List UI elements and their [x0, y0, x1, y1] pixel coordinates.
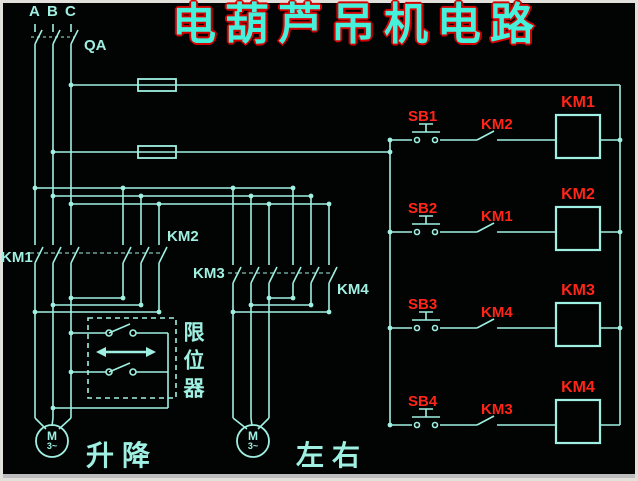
rung-4-interlock-label: KM3 — [481, 401, 513, 418]
breaker-label-qa: QA — [84, 37, 107, 54]
control-rung-2 — [390, 205, 620, 252]
motor-leads — [34, 417, 270, 430]
motor-2-caption: 左右 — [296, 440, 369, 471]
rung-2-coil-label: KM2 — [561, 186, 595, 203]
control-rung-4 — [390, 398, 620, 445]
rung-3-interlock-label: KM4 — [481, 304, 513, 321]
rung-1-button-label: SB1 — [408, 108, 438, 125]
control-rung-1 — [390, 113, 620, 160]
junction-dots — [32, 82, 623, 428]
contactor-group-label-km4: KM4 — [337, 281, 369, 298]
motor-2-symbol: M — [248, 429, 258, 443]
km2-coil — [554, 205, 602, 252]
rung-1-interlock-label: KM2 — [481, 116, 513, 133]
phase-label-b: B — [47, 3, 58, 20]
crossover-motor2 — [233, 297, 329, 313]
phase-switch-qa — [31, 24, 80, 418]
page-title: 电葫芦吊机电路 — [172, 0, 543, 49]
bus-lines — [53, 84, 621, 425]
contactor-group-label-km1: KM1 — [1, 249, 33, 266]
km4-main-contacts — [292, 188, 338, 312]
km3-coil — [554, 301, 602, 348]
motor-1-circle — [35, 424, 69, 458]
phase-label-c: C — [65, 3, 76, 20]
fuse-1 — [137, 78, 177, 92]
km2-main-contacts — [122, 188, 168, 312]
phase-label-a: A — [29, 3, 40, 20]
rung-3-button-label: SB3 — [408, 296, 438, 313]
km3-main-contacts — [232, 188, 278, 418]
contactor-group-label-km3: KM3 — [193, 265, 225, 282]
rung-4-coil-label: KM4 — [561, 379, 595, 396]
motor-2-phase: 3~ — [247, 441, 259, 451]
limit-device-label: 限位器 — [181, 321, 205, 405]
rung-1-coil-label: KM1 — [561, 94, 595, 111]
km4-coil — [554, 398, 602, 445]
motor-1-caption: 升降 — [86, 440, 159, 471]
rung-3-coil-label: KM3 — [561, 282, 595, 299]
control-rung-3 — [390, 301, 620, 348]
fuse-2 — [137, 145, 177, 159]
motor-2-circle — [236, 424, 270, 458]
limit-device-box — [53, 317, 177, 409]
phase-distribution — [35, 187, 329, 205]
contactor-group-label-km2: KM2 — [167, 228, 199, 245]
motor-1-symbol: M — [47, 429, 57, 443]
crossover-motor1 — [35, 297, 159, 313]
km1-coil — [554, 113, 602, 160]
rung-2-interlock-label: KM1 — [481, 208, 513, 225]
motor-1-phase: 3~ — [46, 441, 58, 451]
rung-2-button-label: SB2 — [408, 200, 438, 217]
mechanical-links — [30, 252, 334, 274]
rung-4-button-label: SB4 — [408, 393, 438, 410]
